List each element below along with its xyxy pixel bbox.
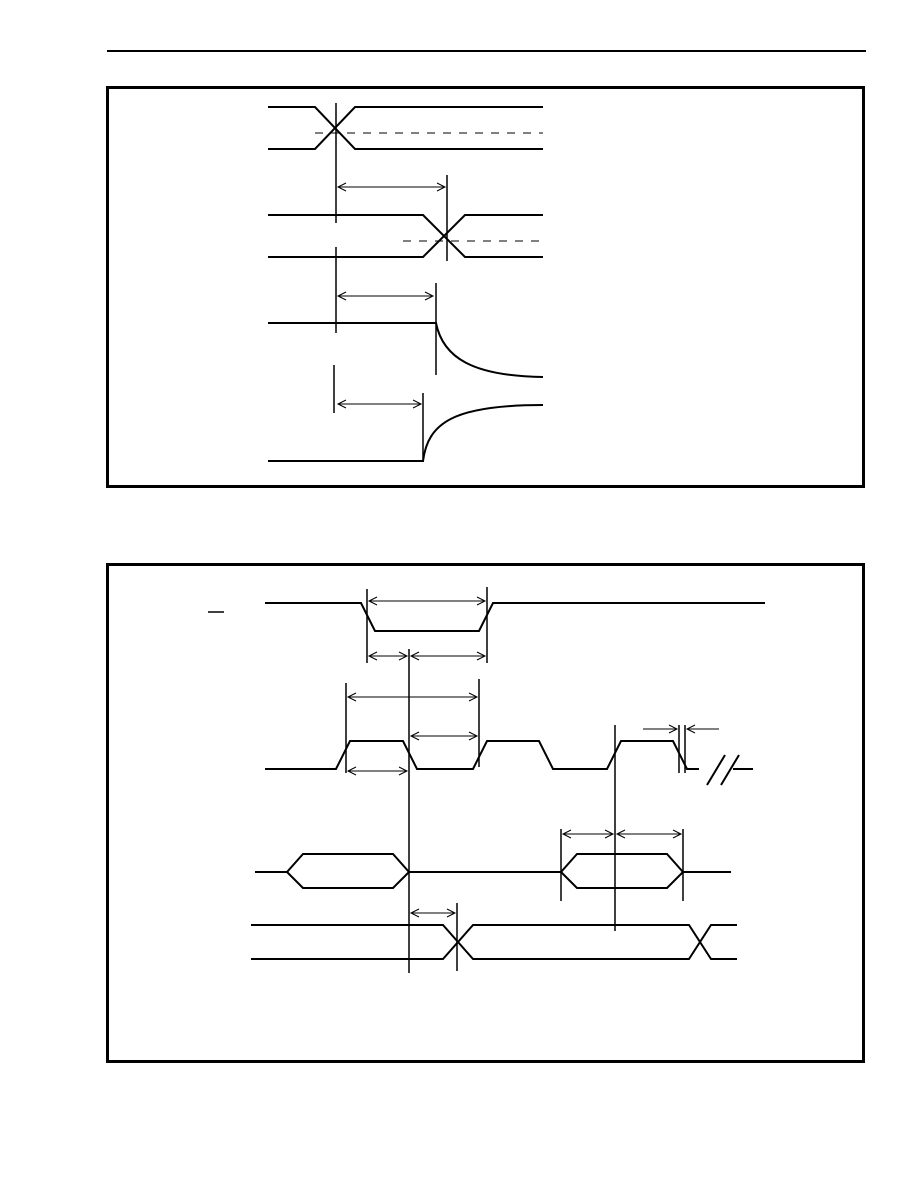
header-rule — [107, 50, 866, 52]
timing-arrow-rise-time — [643, 724, 719, 734]
waveform-bus-transition — [268, 103, 543, 223]
timing-arrow-3 — [336, 399, 423, 409]
timing-arrow-clock-period — [346, 692, 479, 702]
timing-arrow-data-setup — [561, 829, 615, 839]
timing-diagram-2-svg — [208, 587, 765, 973]
timing-arrow-clock-high — [346, 766, 409, 776]
waveform-falling-decay — [268, 283, 544, 413]
waveform-clock — [265, 725, 753, 931]
timing-diagram-1 — [106, 86, 865, 488]
timing-arrow-clock-low — [409, 731, 479, 741]
timing-arrow-2 — [336, 291, 435, 301]
waveform-delayed-transition — [268, 175, 543, 333]
timing-diagram-1-svg — [268, 103, 544, 462]
waveform-bus-crossover — [251, 903, 737, 971]
waveform-data-window — [255, 829, 731, 901]
timing-arrow-output-delay — [409, 908, 457, 918]
waveform-pulse-low — [265, 587, 765, 663]
timing-arrow-pulse-width — [367, 596, 487, 606]
timing-arrow-setup-left — [367, 651, 409, 661]
timing-arrow-1 — [336, 182, 447, 192]
timing-diagram-2 — [106, 563, 865, 1063]
timing-arrow-data-hold — [615, 829, 683, 839]
timing-arrow-setup-right — [409, 651, 487, 661]
waveform-rising — [268, 393, 544, 462]
